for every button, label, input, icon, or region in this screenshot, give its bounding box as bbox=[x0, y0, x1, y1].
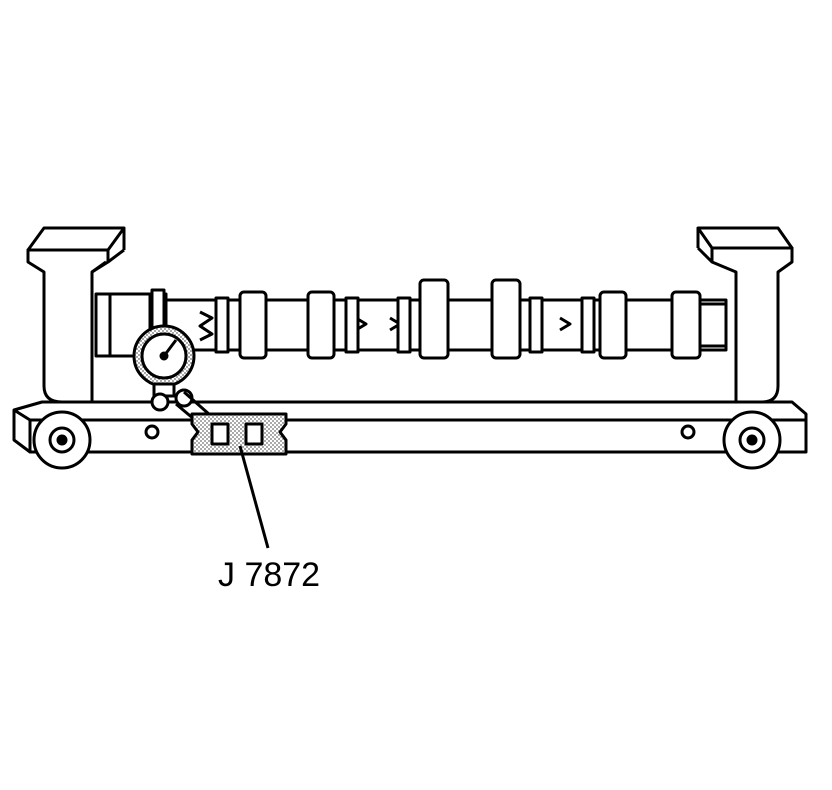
cam-lobe bbox=[490, 278, 522, 360]
bearing-journal bbox=[214, 296, 230, 354]
bearing-journal bbox=[396, 296, 412, 354]
callout-label: J 7872 bbox=[218, 556, 320, 594]
rail-hole-right bbox=[680, 424, 696, 440]
bench-left-wheel bbox=[32, 410, 92, 470]
bench-base-rail bbox=[12, 400, 808, 454]
cam-lobe bbox=[306, 290, 336, 360]
callout-leader-line bbox=[238, 445, 270, 549]
cam-lobe bbox=[418, 278, 450, 360]
bench-left-upright bbox=[26, 226, 126, 404]
cam-lobe bbox=[598, 290, 628, 360]
clamp-knob bbox=[150, 392, 170, 412]
magnetic-base bbox=[190, 412, 288, 456]
bench-right-upright bbox=[696, 226, 794, 404]
cam-lobe bbox=[670, 290, 702, 360]
camshaft-rear-end bbox=[698, 302, 728, 348]
bearing-journal bbox=[528, 296, 544, 354]
bearing-journal bbox=[344, 296, 360, 354]
rail-hole-left bbox=[144, 424, 160, 440]
bearing-journal bbox=[580, 296, 596, 354]
cam-lobe bbox=[238, 290, 268, 360]
bench-right-wheel bbox=[722, 410, 782, 470]
magnetic-base-window bbox=[244, 422, 264, 446]
dial-indicator bbox=[132, 288, 237, 448]
magnetic-base-window bbox=[210, 422, 230, 446]
